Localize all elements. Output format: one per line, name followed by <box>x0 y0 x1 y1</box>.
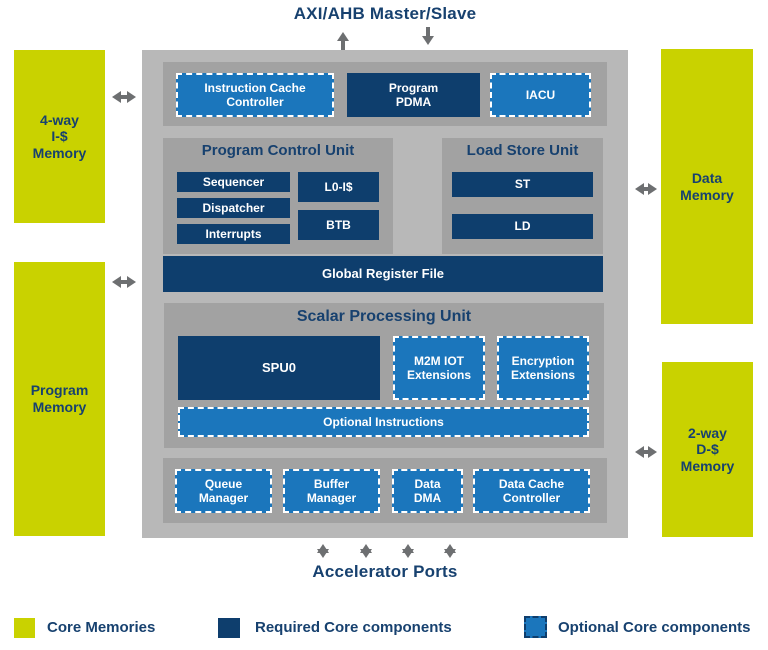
legend-swatch-required <box>218 618 240 638</box>
load-store-unit-section: Load Store Unit ST LD <box>442 138 603 254</box>
program-control-unit-title: Program Control Unit <box>201 142 355 159</box>
data-section: Queue Manager Buffer Manager Data DMA Da… <box>163 458 607 523</box>
data-memory-arrow-icon <box>635 183 657 195</box>
bus-up-arrow-icon <box>337 32 349 50</box>
memory-4way-icache: 4-way I-$ Memory <box>14 50 105 223</box>
accelerator-arrow-icon <box>360 544 372 558</box>
icache-memory-arrow-icon <box>112 91 136 103</box>
memory-2way-dcache: 2-way D-$ Memory <box>662 362 753 537</box>
legend-label-optional: Optional Core components <box>558 619 751 636</box>
block-data-dma: Data DMA <box>392 469 463 513</box>
bus-down-arrow-icon <box>422 27 434 45</box>
block-ld: LD <box>452 214 593 239</box>
block-instruction-cache-controller: Instruction Cache Controller <box>176 73 334 117</box>
block-st: ST <box>452 172 593 197</box>
scalar-processing-unit-title: Scalar Processing Unit <box>296 308 472 325</box>
block-btb: BTB <box>298 210 379 240</box>
block-global-register-file: Global Register File <box>163 256 603 292</box>
legend-label-required: Required Core components <box>255 619 452 636</box>
block-queue-manager: Queue Manager <box>175 469 272 513</box>
legend-label-core-memories: Core Memories <box>47 619 156 636</box>
block-program-pdma: Program PDMA <box>347 73 480 117</box>
block-data-cache-controller: Data Cache Controller <box>473 469 590 513</box>
block-sequencer: Sequencer <box>177 172 290 192</box>
dcache-memory-arrow-icon <box>635 446 657 458</box>
block-iacu: IACU <box>490 73 591 117</box>
core-block: Instruction Cache Controller Program PDM… <box>142 50 628 538</box>
axi-ahb-bus-label: AXI/AHB Master/Slave <box>293 4 477 23</box>
accelerator-arrow-icon <box>444 544 456 558</box>
program-control-unit-section: Program Control Unit Sequencer Dispatche… <box>163 138 393 254</box>
block-spu0: SPU0 <box>178 336 380 400</box>
block-l0-icache: L0-I$ <box>298 172 379 202</box>
memory-program: Program Memory <box>14 262 105 536</box>
legend-swatch-core-memories <box>14 618 35 638</box>
fetch-section: Instruction Cache Controller Program PDM… <box>163 62 607 126</box>
block-encryption-extensions: Encryption Extensions <box>497 336 589 400</box>
scalar-processing-unit-section: Scalar Processing Unit SPU0 M2M IOT Exte… <box>164 303 604 448</box>
load-store-unit-title: Load Store Unit <box>466 142 579 159</box>
block-interrupts: Interrupts <box>177 224 290 244</box>
legend-swatch-optional <box>524 616 547 638</box>
accelerator-ports-label: Accelerator Ports <box>312 562 458 581</box>
accelerator-arrow-icon <box>317 544 329 558</box>
block-optional-instructions: Optional Instructions <box>178 407 589 437</box>
block-m2m-iot-extensions: M2M IOT Extensions <box>393 336 485 400</box>
block-buffer-manager: Buffer Manager <box>283 469 380 513</box>
accelerator-arrow-icon <box>402 544 414 558</box>
program-memory-arrow-icon <box>112 276 136 288</box>
memory-data: Data Memory <box>661 49 753 324</box>
block-dispatcher: Dispatcher <box>177 198 290 218</box>
